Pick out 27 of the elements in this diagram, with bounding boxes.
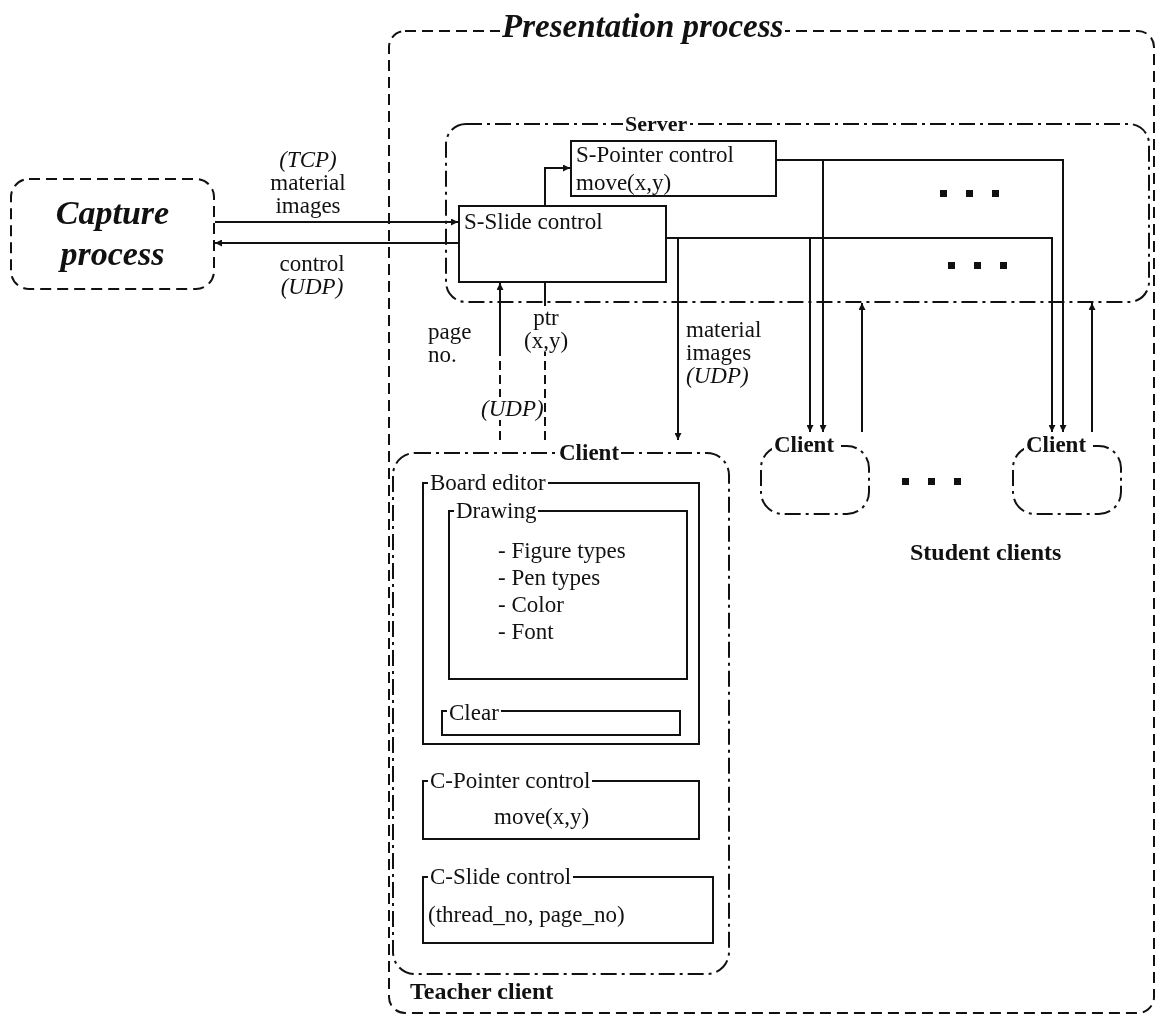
node-text: move(x,y) — [494, 804, 590, 830]
node-text: - Pen types — [498, 565, 601, 591]
component-box — [570, 140, 777, 197]
node-label: Capture process — [54, 193, 171, 274]
protocol-label: (UDP) — [481, 397, 544, 420]
arrow — [858, 302, 866, 433]
group-label: Student clients — [910, 540, 1062, 564]
arrow — [1088, 302, 1096, 433]
process-box — [10, 178, 215, 290]
edge-label: ptr (x,y) — [524, 306, 568, 352]
arrow — [214, 239, 459, 247]
arrow — [544, 164, 571, 206]
node-text: move(x,y) — [576, 170, 672, 196]
node-text: - Figure types — [498, 538, 626, 564]
node-text: - Color — [498, 592, 564, 618]
arrow — [214, 218, 459, 226]
arrow — [666, 237, 1056, 433]
component-box — [458, 205, 667, 283]
node-text: - Font — [498, 619, 554, 645]
node-heading: S-Pointer control — [576, 142, 734, 168]
edge-label: (TCP) material images — [269, 148, 347, 217]
edge-label: control (UDP) — [278, 252, 346, 298]
arrow — [496, 282, 504, 441]
arrow — [776, 159, 1067, 433]
node-text: (thread_no, page_no) — [428, 902, 625, 928]
node-heading: S-Slide control — [464, 209, 603, 235]
node-caption: Teacher client — [410, 978, 554, 1005]
